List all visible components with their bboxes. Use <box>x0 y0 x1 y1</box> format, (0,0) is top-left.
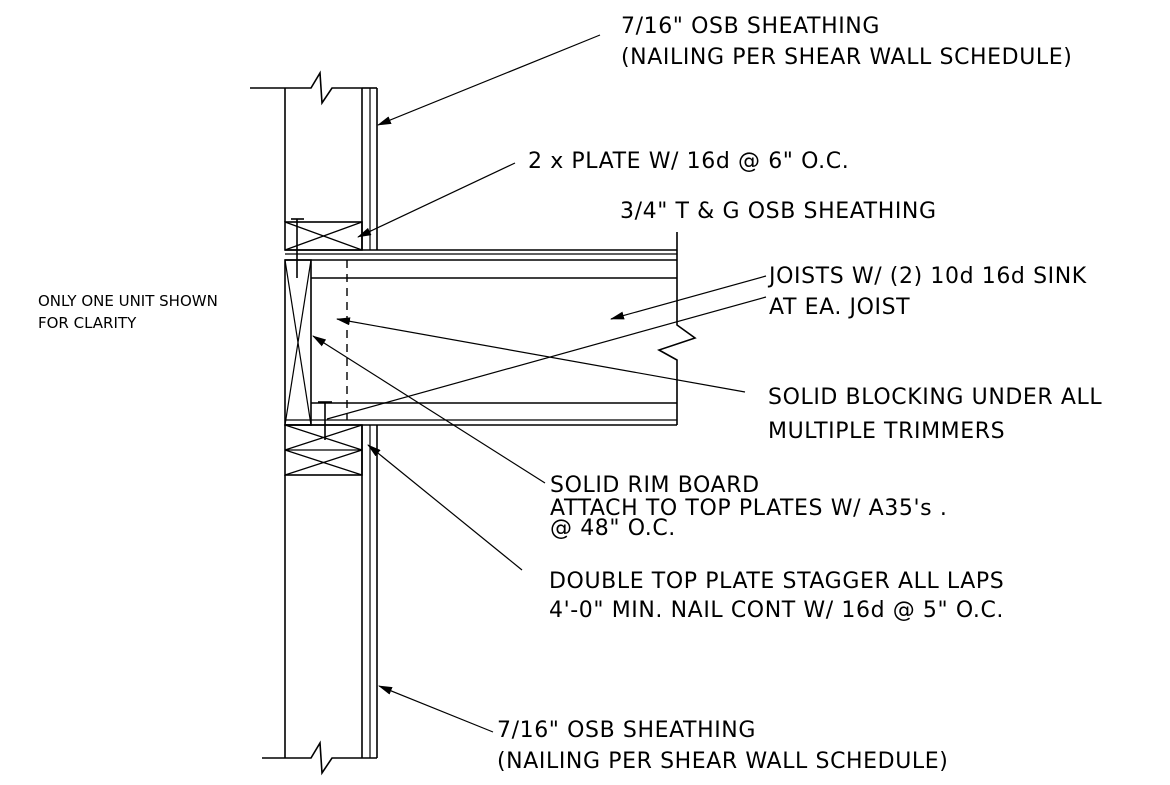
label-tg-osb-sheathing: 3/4" T & G OSB SHEATHING <box>620 199 937 224</box>
label-osb-top-line2: (NAILING PER SHEAR WALL SCHEDULE) <box>621 45 1072 70</box>
label-top-plate-line2: 4'-0" MIN. NAIL CONT W/ 16d @ 5" O.C. <box>549 598 1004 623</box>
label-rim-board-line2: ATTACH TO TOP PLATES W/ A35's . <box>550 496 947 521</box>
label-rim-board-line3: @ 48" O.C. <box>550 516 676 541</box>
annotations: 7/16" OSB SHEATHING (NAILING PER SHEAR W… <box>38 14 1102 774</box>
rim-board <box>284 259 348 440</box>
double-top-plate <box>284 424 363 476</box>
break-line-top <box>250 70 362 106</box>
break-line-bottom <box>262 740 377 776</box>
label-plate-nailing: 2 x PLATE W/ 16d @ 6" O.C. <box>528 149 849 174</box>
leader-lines <box>312 34 767 733</box>
lower-wall <box>262 425 378 776</box>
label-only-one-unit-line2: FOR CLARITY <box>38 314 137 332</box>
break-line-floor <box>657 232 697 425</box>
label-osb-top-line1: 7/16" OSB SHEATHING <box>621 14 880 39</box>
top-plate-block <box>284 218 363 278</box>
label-joists-line1: JOISTS W/ (2) 10d 16d SINK <box>767 264 1087 289</box>
label-joists-line2: AT EA. JOIST <box>769 295 910 320</box>
label-solid-blocking-line1: SOLID BLOCKING UNDER ALL <box>768 385 1102 410</box>
label-osb-bottom-line1: 7/16" OSB SHEATHING <box>497 718 756 743</box>
label-top-plate-line1: DOUBLE TOP PLATE STAGGER ALL LAPS <box>549 569 1004 594</box>
label-rim-board-line1: SOLID RIM BOARD <box>550 473 760 498</box>
label-solid-blocking-line2: MULTIPLE TRIMMERS <box>768 419 1005 444</box>
label-only-one-unit-line1: ONLY ONE UNIT SHOWN <box>38 292 218 310</box>
label-osb-bottom-line2: (NAILING PER SHEAR WALL SCHEDULE) <box>497 749 948 774</box>
